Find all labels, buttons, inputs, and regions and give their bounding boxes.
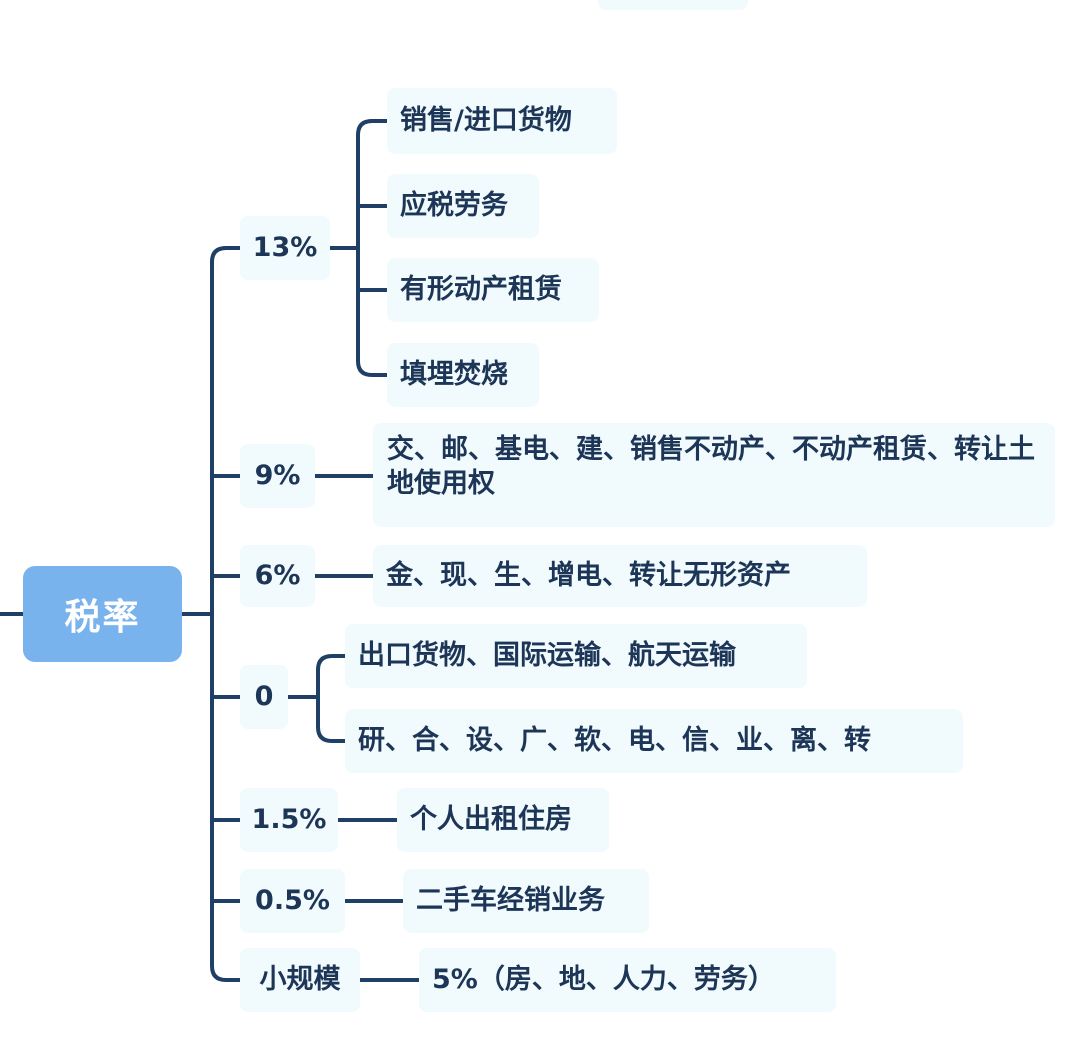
item-13-landfill-incineration[interactable]: 填埋焚烧: [387, 343, 539, 407]
item-13-tangible-lease[interactable]: 有形动产租赁: [387, 258, 599, 322]
rate-node-1-5[interactable]: 1.5%: [240, 788, 338, 852]
rate-node-0-5[interactable]: 0.5%: [240, 869, 345, 933]
rate-node-13[interactable]: 13%: [240, 216, 330, 280]
main-spine: [210, 246, 242, 982]
root-node[interactable]: 税率: [23, 566, 182, 662]
item-0-export[interactable]: 出口货物、国际运输、航天运输: [345, 624, 807, 688]
rate-node-small-scale[interactable]: 小规模: [240, 948, 360, 1012]
rate13-bracket: [356, 119, 389, 377]
item-6-services[interactable]: 金、现、生、增电、转让无形资产: [373, 545, 867, 607]
rate-node-0[interactable]: 0: [240, 665, 288, 729]
top-cut-off-node: [598, 0, 748, 10]
item-13-taxable-labor[interactable]: 应税劳务: [387, 174, 539, 238]
rate-node-9[interactable]: 9%: [240, 444, 315, 508]
item-13-sales-import-goods[interactable]: 销售/进口货物: [387, 88, 617, 154]
item-0-services[interactable]: 研、合、设、广、软、电、信、业、离、转: [345, 709, 963, 773]
rate0-bracket: [316, 654, 347, 743]
item-1-5-housing-rental[interactable]: 个人出租住房: [397, 788, 609, 852]
item-0-5-used-cars[interactable]: 二手车经销业务: [403, 869, 649, 933]
item-9-services[interactable]: 交、邮、基电、建、销售不动产、不动产租赁、转让土地使用权: [373, 423, 1055, 527]
item-small-scale-5[interactable]: 5%（房、地、人力、劳务）: [419, 948, 836, 1012]
rate-node-6[interactable]: 6%: [240, 545, 315, 607]
